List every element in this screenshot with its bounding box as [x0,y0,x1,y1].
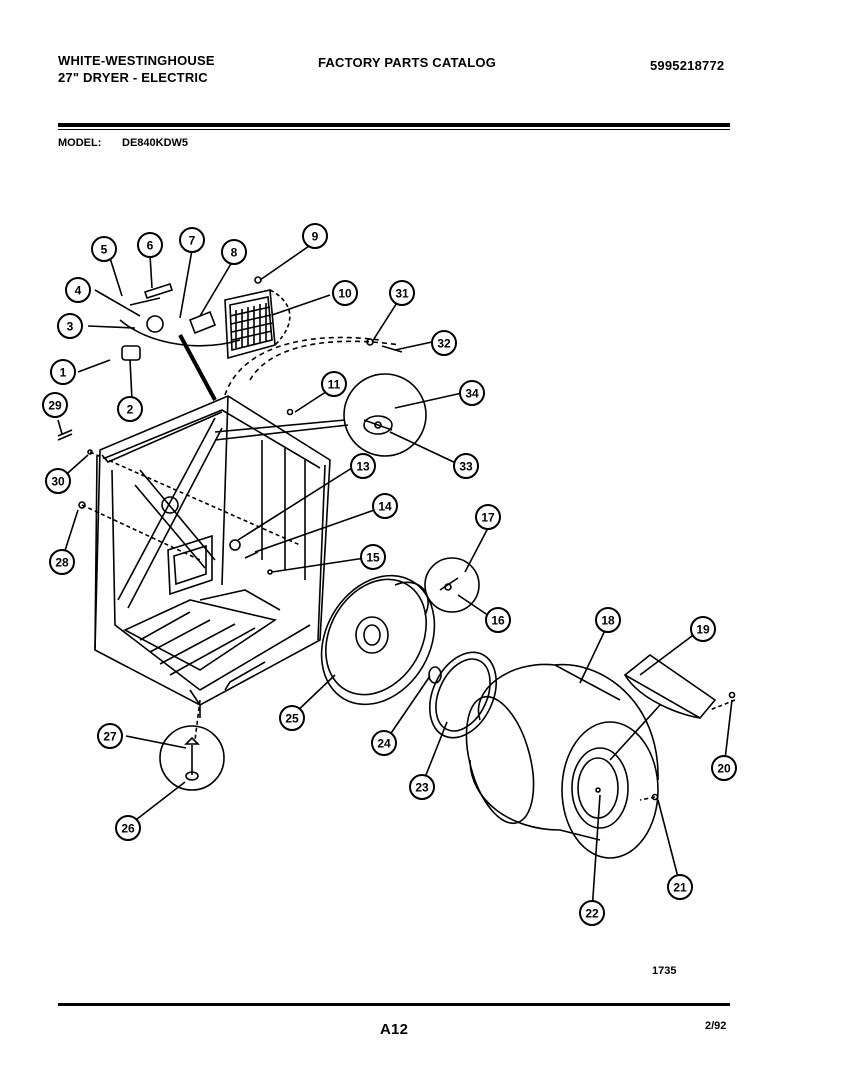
callout-label-29: 29 [48,399,62,413]
model-label: MODEL: [58,137,102,149]
callout-circle-34 [459,380,485,406]
callout-label-10: 10 [338,287,352,301]
callout-circle-32 [431,330,457,356]
callout-label-2: 2 [127,403,134,417]
callout-label-23: 23 [415,781,429,795]
callout-label-26: 26 [121,822,135,836]
callout-circle-22 [579,900,605,926]
callout-label-34: 34 [465,387,479,401]
callout-label-31: 31 [395,287,409,301]
catalog-number: 5995218772 [650,58,725,73]
catalog-title: FACTORY PARTS CATALOG [318,55,497,70]
callout-label-6: 6 [147,239,154,253]
callout-circle-23 [409,774,435,800]
callout-circle-9 [302,223,328,249]
callout-label-32: 32 [437,337,451,351]
callout-circle-11 [321,371,347,397]
callout-label-30: 30 [51,475,65,489]
callout-label-8: 8 [231,246,238,260]
callout-label-4: 4 [75,284,82,298]
header-rule-thin [58,129,730,130]
callout-label-1: 1 [60,366,67,380]
callout-circle-33 [453,453,479,479]
callout-label-19: 19 [696,623,710,637]
page-number: A12 [380,1021,409,1038]
callout-label-13: 13 [356,460,370,474]
callout-label-33: 33 [459,460,473,474]
callout-label-18: 18 [601,614,615,628]
callout-circle-7 [179,227,205,253]
callout-circle-27 [97,723,123,749]
callout-circle-25 [279,705,305,731]
callout-label-22: 22 [585,907,599,921]
revision-date: 2/92 [705,1020,727,1032]
callout-circle-8 [221,239,247,265]
callout-label-3: 3 [67,320,74,334]
callout-label-17: 17 [481,511,495,525]
callout-label-20: 20 [717,762,731,776]
callout-label-5: 5 [101,243,108,257]
model-number: DE840KDW5 [122,137,189,149]
callout-circle-5 [91,236,117,262]
callout-circle-6 [137,232,163,258]
callout-circle-15 [360,544,386,570]
callout-label-9: 9 [312,230,319,244]
callout-circle-2 [117,396,143,422]
callout-circle-31 [389,280,415,306]
footer-rule [58,1003,730,1006]
callout-circle-29 [42,392,68,418]
callout-label-25: 25 [285,712,299,726]
callout-label-16: 16 [491,614,505,628]
callout-circle-10 [332,280,358,306]
callout-label-11: 11 [328,378,341,392]
callout-circle-18 [595,607,621,633]
callout-circle-13 [350,453,376,479]
callout-circle-28 [49,549,75,575]
callout-label-24: 24 [377,737,391,751]
callout-circle-19 [690,616,716,642]
header-rule-thick [58,123,730,127]
callout-circle-20 [711,755,737,781]
callout-circle-4 [65,277,91,303]
callout-label-14: 14 [378,500,392,514]
callout-circle-17 [475,504,501,530]
callout-circle-30 [45,468,71,494]
callout-label-21: 21 [673,881,687,895]
callout-circle-14 [372,493,398,519]
callout-circle-26 [115,815,141,841]
callout-circle-16 [485,607,511,633]
callout-circle-3 [57,313,83,339]
callout-circle-1 [50,359,76,385]
callout-label-7: 7 [189,234,196,248]
drawing-number: 1735 [652,965,677,977]
callout-circle-24 [371,730,397,756]
product-name: 27" DRYER - ELECTRIC [58,70,208,85]
callout-circle-21 [667,874,693,900]
callout-label-28: 28 [55,556,69,570]
brand-name: WHITE-WESTINGHOUSE [58,53,215,68]
callout-label-27: 27 [103,730,117,744]
callout-label-15: 15 [366,551,380,565]
